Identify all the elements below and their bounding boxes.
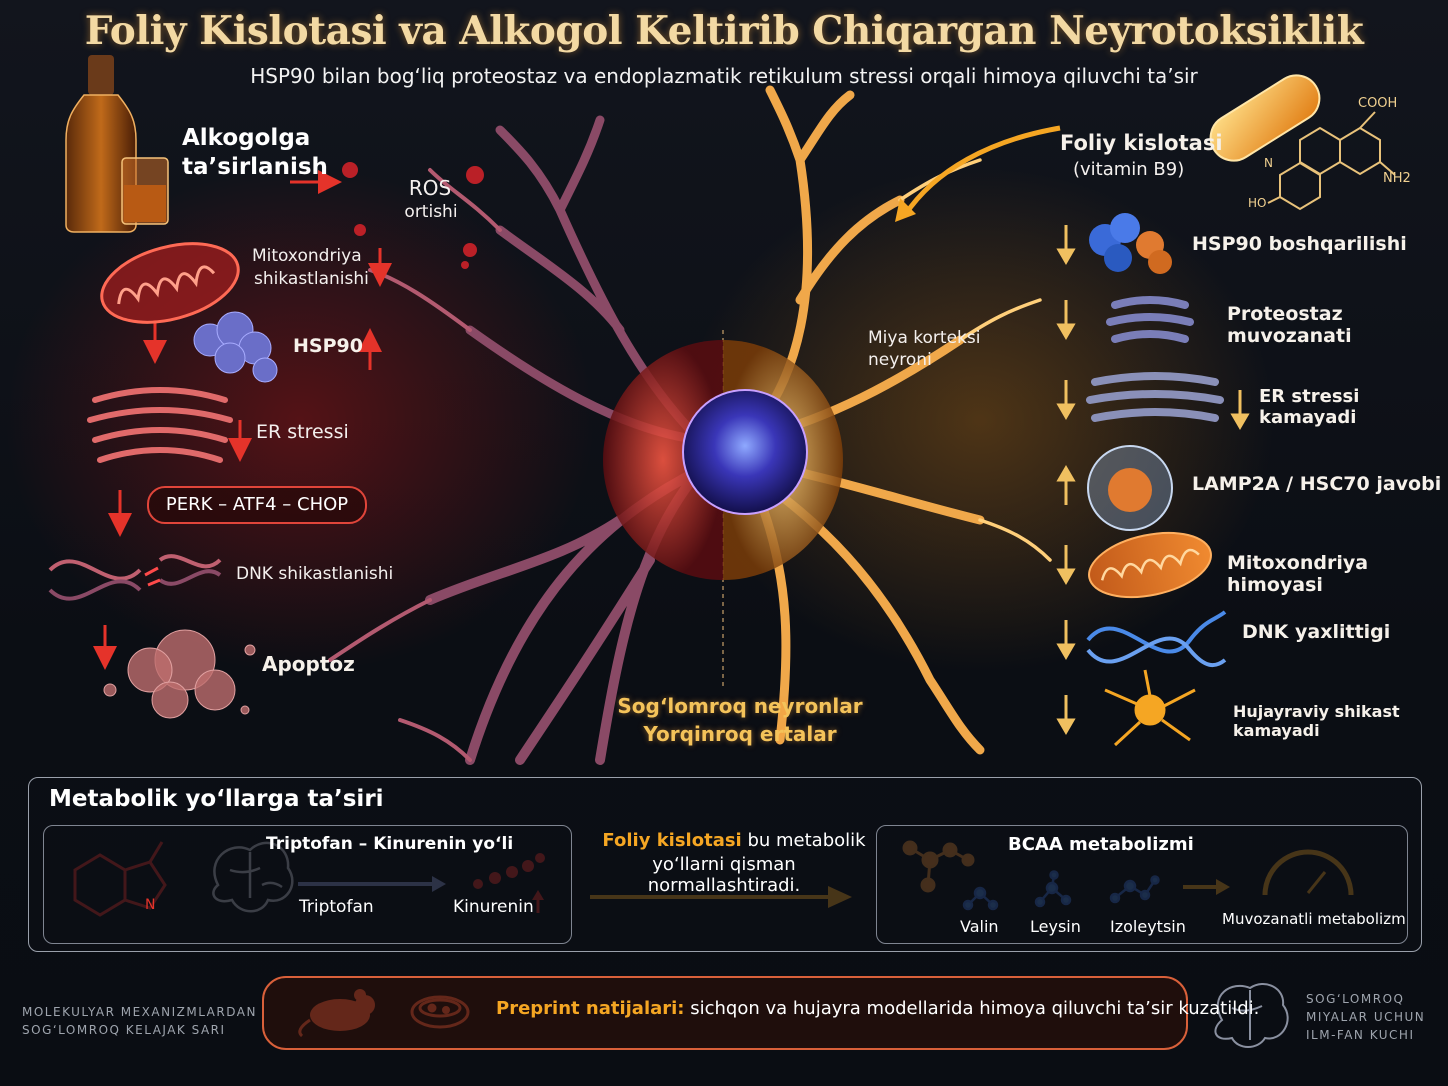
right-item-mito: Mitoxondriya himoyasi bbox=[1227, 552, 1369, 596]
folic-acid-label-1: Foliy kislotasi bbox=[1060, 131, 1223, 155]
chem-ho: HO bbox=[1248, 196, 1267, 210]
er-relief-icon bbox=[1086, 372, 1224, 422]
damaged-dna-icon bbox=[48, 554, 222, 601]
metabolic-heading: Metabolik yo‘llarga ta’siri bbox=[49, 786, 384, 812]
dna-integrity-icon bbox=[1086, 610, 1227, 668]
neuron-label-2: neyroni bbox=[868, 350, 932, 370]
folic-acid-capsule-icon bbox=[1209, 74, 1321, 162]
apoptosis-label: Apoptoz bbox=[262, 652, 355, 676]
right-item-proteostasis: Proteostaz muvozanati bbox=[1227, 303, 1352, 347]
footer-left-2: SOG‘LOMROQ KELAJAK SARI bbox=[22, 1023, 226, 1037]
balanced-metabolism-label: Muvozanatli metabolizm bbox=[1222, 910, 1406, 928]
folic-arrow-head bbox=[895, 198, 916, 222]
footer-right-3: ILM-FAN KUCHI bbox=[1306, 1028, 1415, 1042]
footer-right-2: MIYALAR UCHUN bbox=[1306, 1010, 1426, 1024]
healthier-neurons-label: Sog‘lomroq neyronlar bbox=[617, 694, 863, 718]
brighter-mornings-label: Yorqinroq ertalar bbox=[643, 722, 837, 746]
right-item-hsp90: HSP90 boshqarilishi bbox=[1192, 233, 1407, 255]
hsp90-regulation-icon bbox=[1089, 213, 1172, 274]
hsp90-protein-icon-left bbox=[193, 311, 278, 383]
folic-arrow bbox=[902, 125, 1061, 217]
alcohol-bottle-icon bbox=[65, 55, 169, 233]
ros-particles bbox=[342, 162, 484, 269]
lysosome-icon bbox=[1087, 445, 1173, 531]
normalize-text-2: yo‘llarni qisman normallashtiradi. bbox=[647, 854, 801, 896]
alcohol-label-1: Alkogolga bbox=[182, 125, 311, 151]
right-item-cell: Hujayraviy shikast kamayadi bbox=[1233, 702, 1400, 740]
metabolic-panel bbox=[28, 777, 1422, 952]
hsp90-label: HSP90 bbox=[293, 335, 363, 357]
trp-title: Triptofan – Kinurenin yo‘li bbox=[266, 834, 514, 854]
neuron-label-1: Miya korteksi bbox=[868, 328, 981, 348]
preprint-text: Preprint natijalari: sichqon va hujayra … bbox=[496, 998, 1259, 1019]
right-flow-arrows bbox=[1056, 225, 1250, 735]
apoptotic-cell-icon bbox=[103, 629, 256, 719]
brain-outline-icon bbox=[1214, 983, 1289, 1048]
dna-damage-label: DNK shikastlanishi bbox=[236, 564, 394, 584]
damaged-mitochondria-icon bbox=[100, 242, 240, 324]
chem-nh2: NH2 bbox=[1383, 171, 1411, 186]
soma-damaged bbox=[603, 340, 723, 580]
bcaa-subpanel bbox=[876, 825, 1408, 944]
trp-subpanel bbox=[43, 825, 572, 944]
preprint-rest: sichqon va hujayra modellarida himoya qi… bbox=[684, 998, 1260, 1019]
valin-label: Valin bbox=[960, 917, 999, 936]
er-stress-label: ER stressi bbox=[256, 421, 349, 443]
right-item-lamp2a: LAMP2A / HSC70 javobi bbox=[1192, 473, 1442, 495]
healthy-cell-icon bbox=[1104, 669, 1196, 747]
left-flow-arrows bbox=[93, 170, 392, 670]
kyn-label: Kinurenin bbox=[453, 897, 534, 917]
trp-label: Triptofan bbox=[299, 897, 374, 917]
chem-cooh: COOH bbox=[1358, 96, 1398, 111]
page-title: Foliy Kislotasi va Alkogol Keltirib Chiq… bbox=[84, 8, 1364, 54]
normalize-text-rest: bu metabolik bbox=[741, 830, 866, 851]
page-subtitle: HSP90 bilan bog‘liq proteostaz va endopl… bbox=[250, 64, 1198, 88]
folic-acid-label-2: (vitamin B9) bbox=[1073, 159, 1185, 180]
izoleytsin-label: Izoleytsin bbox=[1110, 917, 1186, 936]
normalize-text-bold: Foliy kislotasi bbox=[602, 830, 742, 851]
right-item-er: ER stressi kamayadi bbox=[1259, 386, 1360, 428]
preprint-bold: Preprint natijalari: bbox=[496, 998, 685, 1019]
healthy-mitochondria-icon bbox=[1088, 531, 1212, 599]
bcaa-title: BCAA metabolizmi bbox=[1008, 834, 1194, 855]
damaged-neuron bbox=[328, 115, 705, 765]
nucleus bbox=[682, 389, 808, 515]
leysin-label: Leysin bbox=[1030, 917, 1081, 936]
er-stress-icon bbox=[87, 387, 233, 463]
indole-n: N bbox=[145, 897, 156, 913]
right-item-dna: DNK yaxlittigi bbox=[1242, 621, 1391, 643]
mito-damage-label-1: Mitoxondriya bbox=[252, 246, 362, 266]
footer-right-1: SOG‘LOMROQ bbox=[1306, 992, 1405, 1006]
preprint-box bbox=[262, 976, 1188, 1050]
folic-acid-structure-icon bbox=[1267, 111, 1396, 211]
perk-pathway-pill: PERK – ATF4 – CHOP bbox=[147, 486, 367, 524]
ros-label-1: ROS bbox=[408, 176, 452, 200]
alcohol-label-2: ta’sirlanish bbox=[182, 154, 328, 180]
normalize-text-1: Foliy kislotasi bu metabolik bbox=[584, 830, 884, 851]
ros-label-2: ortishi bbox=[404, 202, 458, 222]
footer-left-1: MOLEKULYAR MEXANIZMLARDAN bbox=[22, 1005, 257, 1019]
chem-n: N bbox=[1264, 156, 1273, 170]
mito-damage-label-2: shikastlanishi bbox=[254, 269, 369, 289]
proteostasis-icon bbox=[1106, 296, 1194, 343]
